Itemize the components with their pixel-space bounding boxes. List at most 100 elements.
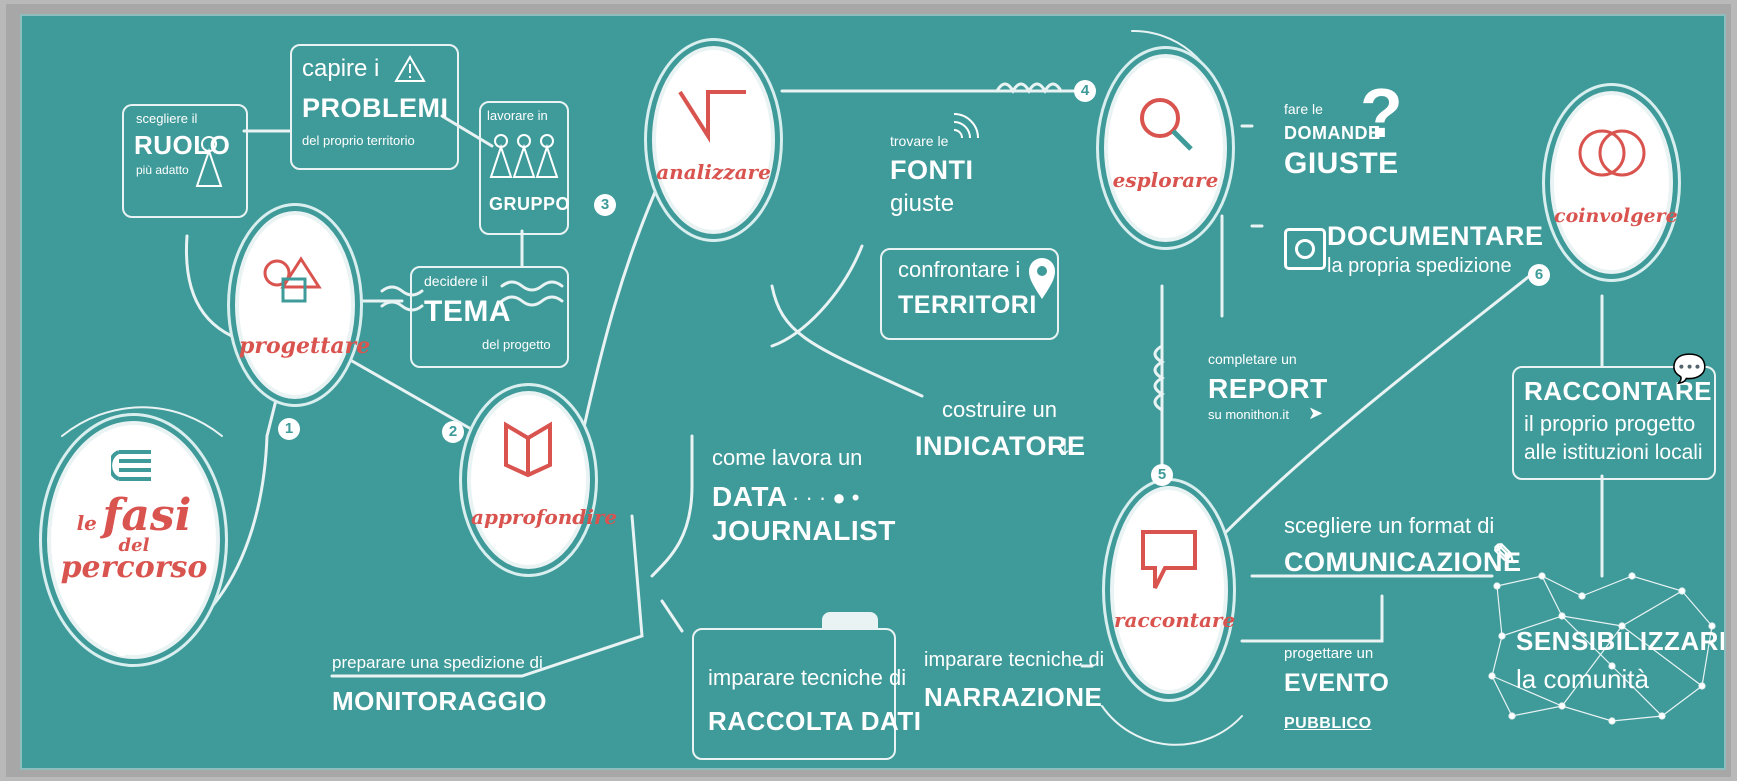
start-circle: le fasi del percorso xyxy=(47,421,220,659)
task-territori-small: confrontare i xyxy=(898,257,1021,282)
person-icon xyxy=(195,136,223,187)
task-gruppo-big: GRUPPO xyxy=(489,194,571,214)
map-pin-icon xyxy=(1029,258,1055,299)
phase-number-3: 3 xyxy=(594,194,616,216)
phase-approfondire-circle: approfondire xyxy=(467,391,618,569)
task-report-small2: su monithon.it xyxy=(1208,407,1289,422)
phase-esplorare-circle: esplorare xyxy=(1104,54,1227,242)
task-tema-small: decidere il xyxy=(424,273,488,289)
task-raccontare-small1: il proprio progetto xyxy=(1524,411,1696,436)
task-ruolo-big: RUOLO xyxy=(134,130,231,160)
chart-line-icon xyxy=(678,90,746,143)
task-domande-big2: GIUSTE xyxy=(1284,147,1399,180)
clipboard-tab-icon xyxy=(822,612,878,628)
task-raccolta-small: imparare tecniche di xyxy=(708,665,907,690)
image-frame: le fasi del percorso progettare 1 approf… xyxy=(6,4,1731,777)
open-book-icon xyxy=(504,421,552,478)
phase-number-4: 4 xyxy=(1074,80,1096,102)
task-gruppo: lavorare in GRUPPO xyxy=(479,101,571,235)
task-raccolta-dati: imparare tecniche di RACCOLTA DATI xyxy=(692,628,921,760)
phase-title-coinvolgere: coinvolgere xyxy=(1554,205,1678,227)
phase-title-esplorare: esplorare xyxy=(1112,168,1219,192)
task-narrazione-big: NARRAZIONE xyxy=(924,682,1103,712)
phase-number-2: 2 xyxy=(442,421,464,443)
task-territori-big: TERRITORI xyxy=(898,291,1037,319)
question-mark-icon: ? xyxy=(1360,74,1404,152)
microphone-icon: ✎ xyxy=(1492,539,1518,572)
task-indicatore-small: costruire un xyxy=(942,397,1057,422)
phase-raccontare-circle: raccontare xyxy=(1110,486,1235,694)
task-raccolta-big: RACCOLTA DATI xyxy=(708,706,922,736)
chat-bubbles-icon: 💬 xyxy=(1672,353,1708,384)
diagram-board: le fasi del percorso progettare 1 approf… xyxy=(20,14,1726,770)
task-fonti-small: trovare le xyxy=(890,133,949,149)
task-territori: confrontare i TERRITORI xyxy=(880,248,1059,340)
phase-coinvolgere-circle: coinvolgere xyxy=(1550,91,1678,274)
magnifier-icon xyxy=(1140,98,1193,151)
task-evento-small: progettare un xyxy=(1284,645,1374,662)
task-raccontare-small2: alle istituzioni locali xyxy=(1524,441,1703,464)
task-ruolo-small: scegliere il xyxy=(136,111,198,126)
speech-bubble-icon xyxy=(1141,530,1197,589)
task-domande-big1: DOMANDE xyxy=(1284,123,1381,143)
task-documentare-big: DOCUMENTARE xyxy=(1327,221,1544,251)
warning-icon xyxy=(394,55,426,82)
start-dot xyxy=(115,642,129,656)
start-title-percorso: percorso xyxy=(60,549,208,585)
task-comunicazione-big: COMUNICAZIONE xyxy=(1284,547,1522,577)
task-data-big2: JOURNALIST xyxy=(712,515,896,546)
task-report-small: completare un xyxy=(1208,351,1297,367)
start-title-del: del xyxy=(118,534,150,556)
phase-progettare-circle: progettare xyxy=(235,211,371,399)
task-data-small: come lavora un xyxy=(712,445,863,470)
phase-title-approfondire: approfondire xyxy=(471,505,618,529)
phase-title-analizzare: analizzare xyxy=(656,160,771,184)
task-narrazione-small: imparare tecniche di xyxy=(924,649,1105,671)
task-problemi: capire i PROBLEMI del proprio territorio xyxy=(290,44,459,170)
task-evento-big1: EVENTO xyxy=(1284,669,1390,697)
phase-number-1: 1 xyxy=(278,418,300,440)
task-indicatore-big: INDICATORE xyxy=(915,431,1086,461)
cursor-icon: ➤ xyxy=(1308,403,1324,423)
dots-icon: · · · ● • xyxy=(792,485,860,510)
task-domande-small: fare le xyxy=(1284,101,1323,117)
book-icon xyxy=(111,450,151,481)
wifi-signal-icon xyxy=(953,113,979,139)
task-monitoraggio-big: MONITORAGGIO xyxy=(332,686,547,716)
task-documentare-small2: la propria spedizione xyxy=(1327,255,1512,277)
task-problemi-small: capire i xyxy=(302,55,380,82)
task-tema-small2: del progetto xyxy=(482,337,551,352)
shapes-icon xyxy=(263,256,322,303)
path-p5-p6 xyxy=(1220,264,1544,538)
phase-number-5: 5 xyxy=(1151,464,1173,486)
start-title-le: le xyxy=(76,511,97,535)
task-sensibilizzare-small2: la comunità xyxy=(1516,664,1649,694)
task-tema: decidere il TEMA del progetto xyxy=(410,266,569,368)
task-gruppo-small: lavorare in xyxy=(487,108,548,123)
camera-icon xyxy=(1284,228,1326,270)
phase-title-progettare: progettare xyxy=(239,333,371,359)
task-fonti-small2: giuste xyxy=(890,190,955,217)
task-problemi-small2: del proprio territorio xyxy=(302,133,415,148)
rings-icon xyxy=(1578,129,1646,177)
start-title-fasi: fasi xyxy=(102,490,192,541)
group-icon xyxy=(489,134,559,178)
task-ruolo: scegliere il RUOLO più adatto xyxy=(122,104,248,218)
task-fonti-big: FONTI xyxy=(890,155,974,185)
task-data-big1: DATA xyxy=(712,481,788,512)
task-monitoraggio-small: preparare una spedizione di xyxy=(332,653,543,672)
task-report-big: REPORT xyxy=(1208,373,1328,404)
task-sensibilizzare-big: SENSIBILIZZARE xyxy=(1516,626,1726,656)
connector-lines xyxy=(61,29,1716,746)
phase-analizzare-circle: analizzare xyxy=(652,46,775,234)
arrow-down-icon: ↓ xyxy=(1058,429,1073,460)
path-p1-p2 xyxy=(350,359,494,443)
task-tema-big: TEMA xyxy=(424,295,511,328)
task-comunicazione-small: scegliere un format di xyxy=(1284,513,1495,538)
path-p2-p3 xyxy=(580,174,664,438)
task-problemi-big: PROBLEMI xyxy=(302,93,449,123)
task-evento-big2: PUBBLICO xyxy=(1284,715,1372,732)
task-ruolo-small2: più adatto xyxy=(136,163,189,177)
task-raccontare-istituzioni: RACCONTARE il proprio progetto alle isti… xyxy=(1512,366,1716,480)
task-raccontare-big: RACCONTARE xyxy=(1524,376,1712,406)
